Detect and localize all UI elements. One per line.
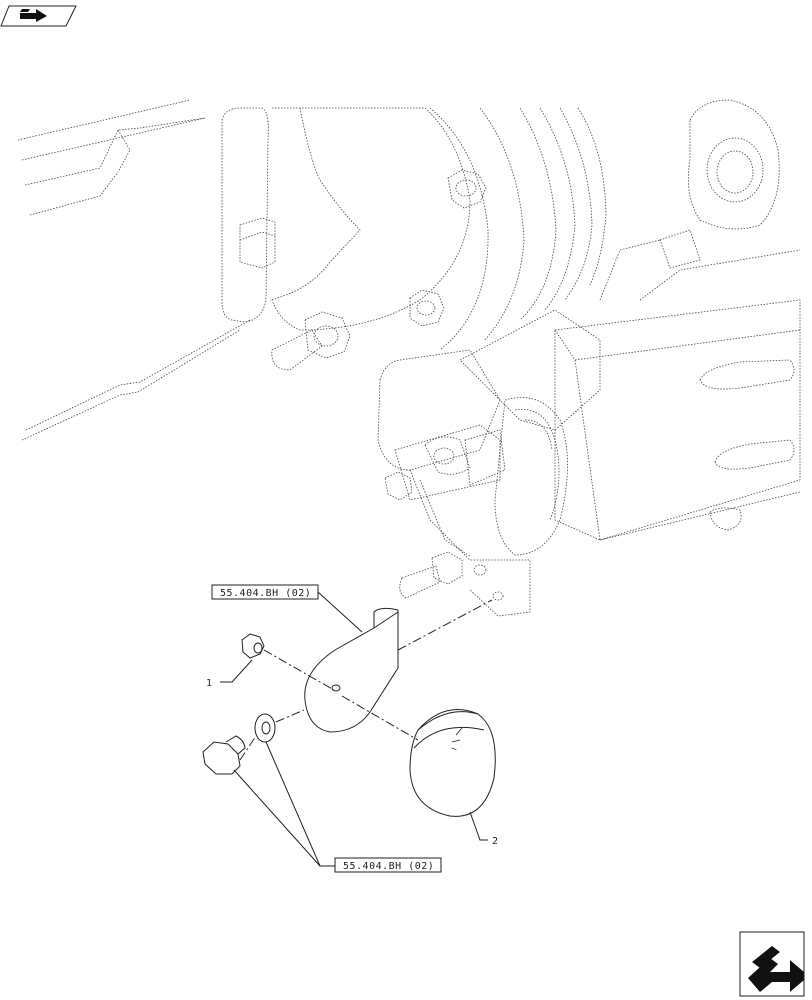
cap-logo: I [450,747,458,752]
reference-callout-bottom[interactable]: 55.404.BH (02) [233,741,442,873]
next-page-arrow-icon[interactable] [739,931,805,997]
hex-bolt [202,735,246,775]
washer [254,713,276,743]
axis-line-bolt [239,735,257,761]
callout-2-leader [469,811,488,841]
axis-line-washer [275,709,305,723]
axis-line-cap [341,695,419,741]
callout-2-label: 2 [492,836,498,847]
blanking-cap: I [409,709,496,817]
axis-line-upper [397,599,493,651]
callout-1-label: 1 [206,678,212,689]
reference-label-bottom: 55.404.BH (02) [343,861,434,872]
axis-line-nut [263,649,335,691]
reference-label-top: 55.404.BH (02) [220,588,311,599]
loader-arm-assembly [17,99,801,617]
reference-callout-top[interactable]: 55.404.BH (02) [211,584,363,633]
book-arrow-icon[interactable] [0,5,77,27]
hex-nut [241,633,265,659]
callout-1-leader [220,659,253,683]
mounting-bracket-plate [304,607,399,733]
